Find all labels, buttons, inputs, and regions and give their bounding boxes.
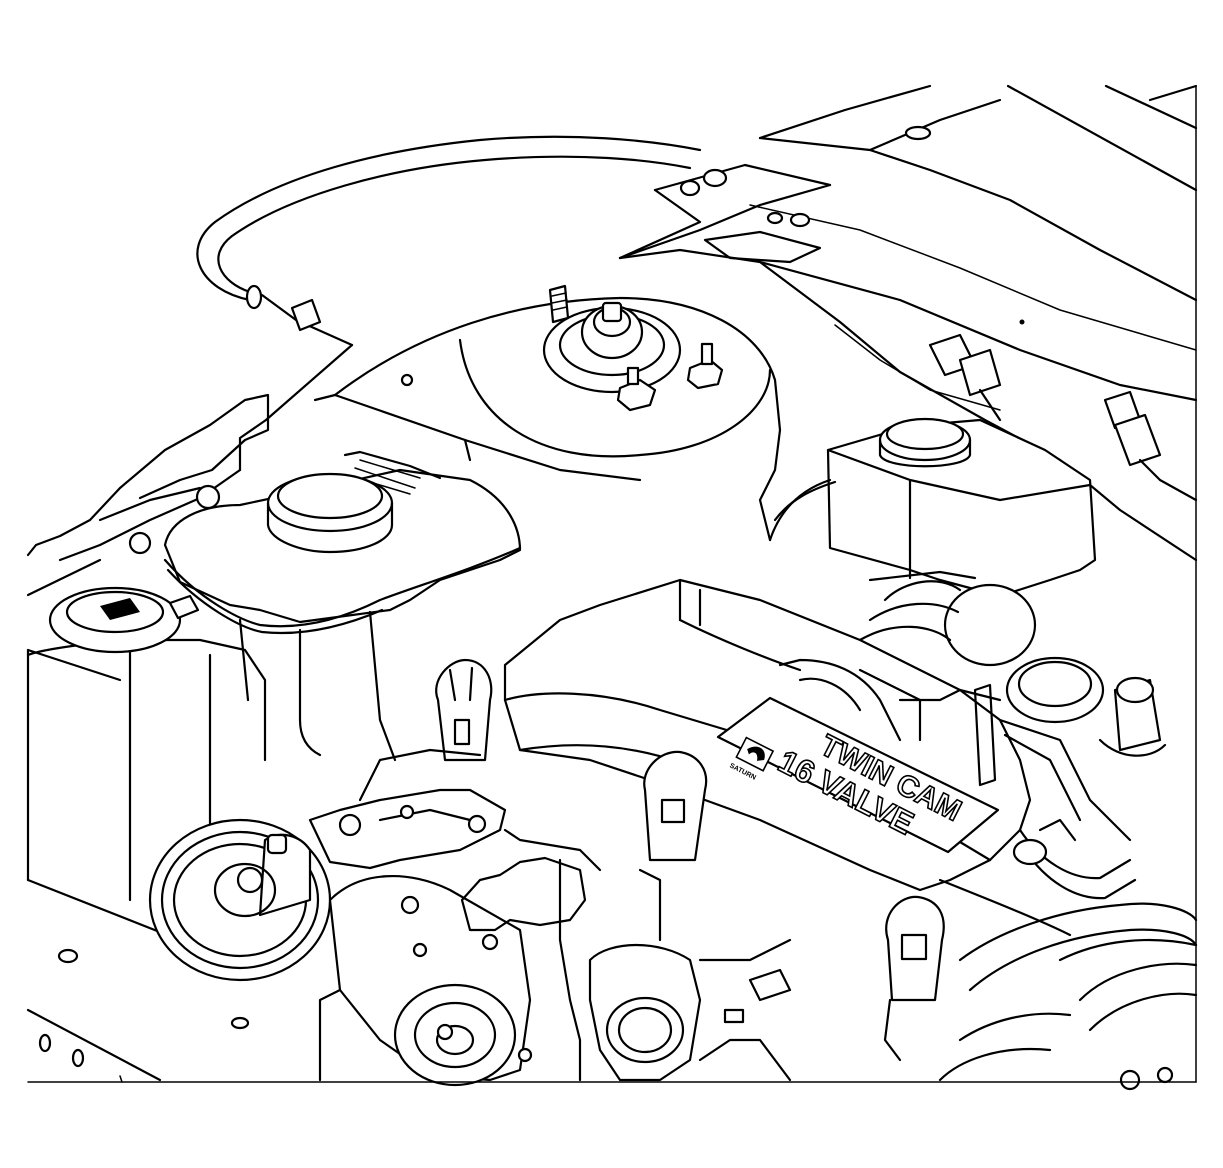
alternator — [148, 818, 332, 982]
pcv-hose — [1012, 818, 1137, 900]
engine-mount-bracket — [308, 748, 507, 870]
thermostat-housing — [588, 938, 792, 1082]
ac-compressor — [318, 875, 533, 1087]
washer-fluid-reservoir — [26, 586, 267, 902]
hood-cowl-panel — [618, 84, 1198, 562]
strut-tower — [313, 284, 782, 542]
tensioner-bracket — [460, 828, 602, 1082]
drawing-cut-edges — [27, 85, 1197, 1083]
air-intake-duct — [768, 478, 1037, 667]
oil-filler-cap — [973, 656, 1167, 842]
power-steering-reservoir — [826, 417, 1097, 598]
wiring-connectors — [928, 333, 1198, 502]
spark-plug-towers — [435, 658, 945, 1062]
left-inner-fender — [26, 343, 354, 942]
coolant-reservoir — [128, 450, 522, 762]
valve-cover: TWIN CAM 16 VALVE SATURN — [503, 578, 1032, 892]
radiator-support — [26, 948, 250, 1083]
vacuum-hose-loop — [196, 135, 702, 347]
intake-manifold — [938, 878, 1198, 1091]
